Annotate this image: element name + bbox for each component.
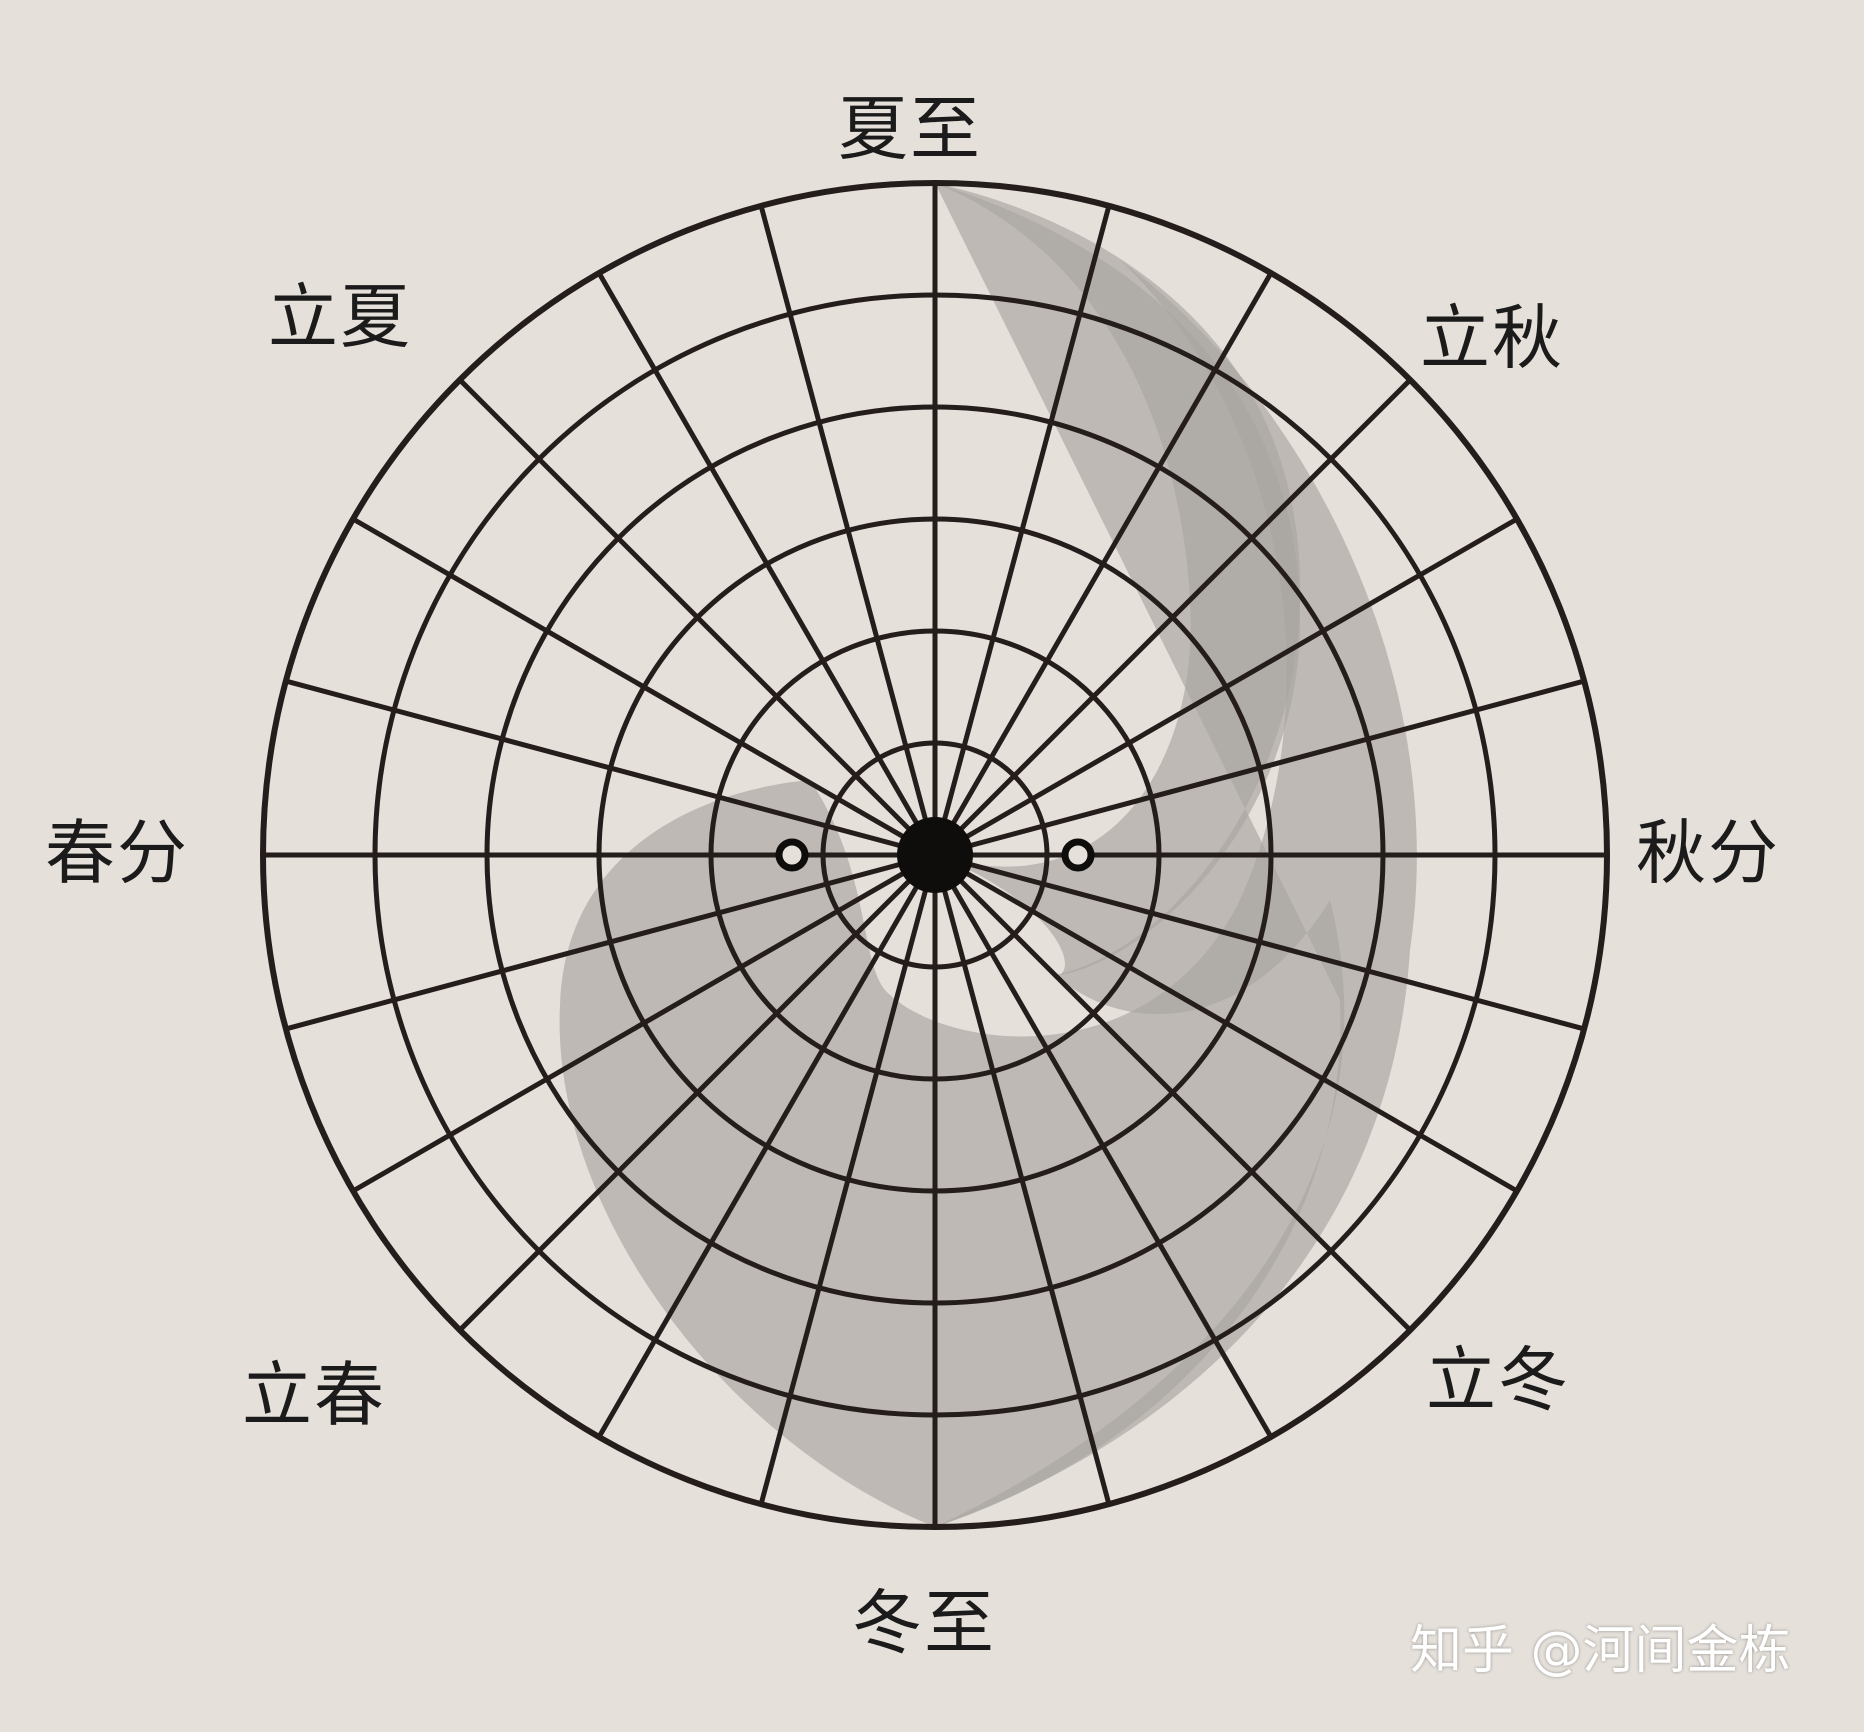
label-start-of-summer: 立夏 [268, 276, 412, 358]
watermark: 知乎 @河间金栋 [1410, 1621, 1791, 1681]
label-start-of-winter: 立冬 [1426, 1339, 1570, 1421]
shaded-region-left [559, 260, 1417, 1527]
label-spring-equinox: 春分 [45, 812, 189, 894]
yin-eye [775, 838, 809, 872]
label-winter-solstice: 冬至 [852, 1582, 996, 1664]
label-autumn-equinox: 秋分 [1636, 812, 1780, 894]
label-summer-solstice: 夏至 [838, 88, 982, 170]
label-start-of-autumn: 立秋 [1420, 297, 1564, 379]
label-start-of-spring: 立春 [242, 1354, 386, 1436]
grid [260, 180, 1610, 1530]
yang-eye [1061, 838, 1095, 872]
center-hub [897, 817, 973, 893]
